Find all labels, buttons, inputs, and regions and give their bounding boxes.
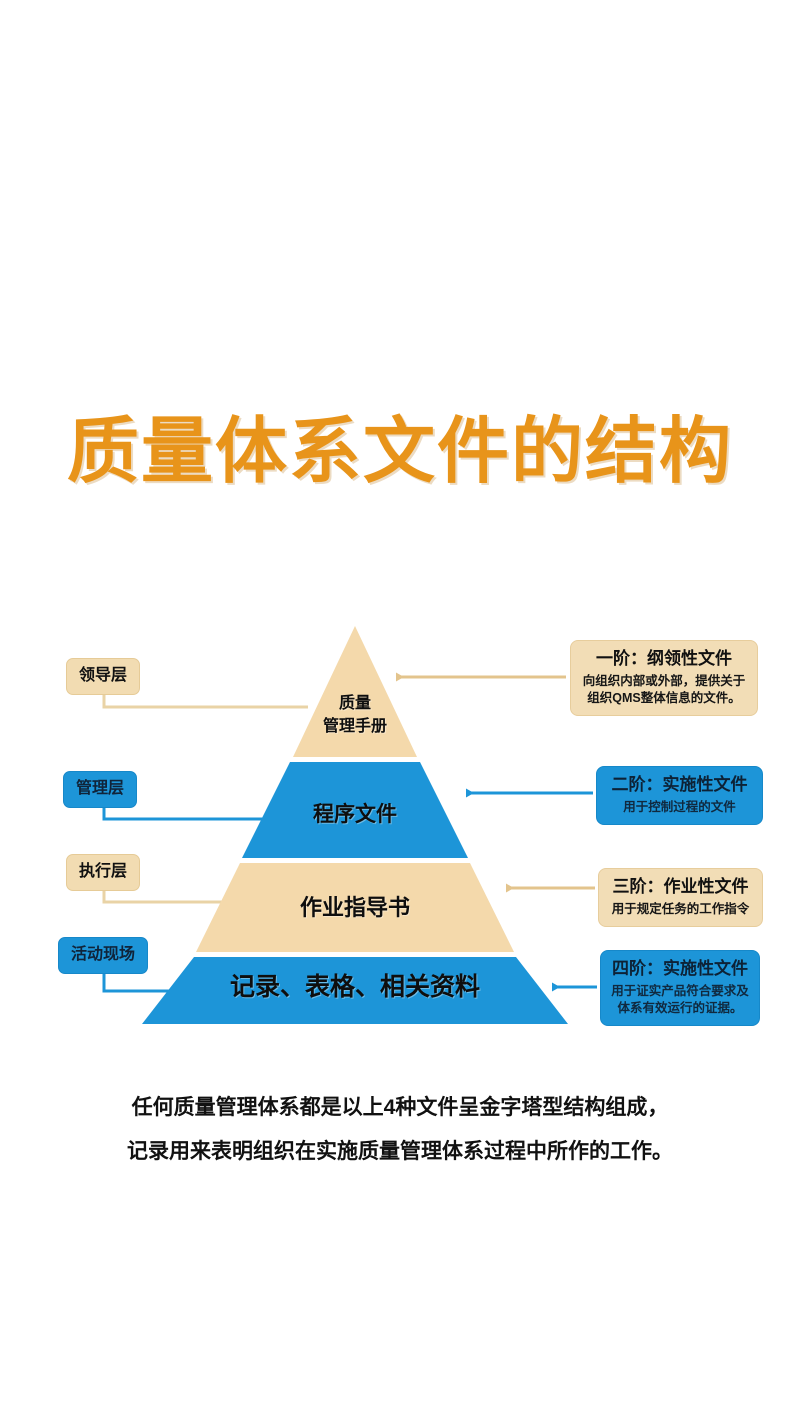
right-card-level-2: 二阶：实施性文件 用于控制过程的文件 <box>596 766 763 825</box>
pyramid-tier-4 <box>142 957 568 1024</box>
pyramid-tier-3 <box>196 863 514 952</box>
left-label-execution: 执行层 <box>66 854 141 891</box>
right-card-level-2-body: 用于控制过程的文件 <box>623 800 736 814</box>
right-card-level-1-body: 向组织内部或外部，提供关于 组织QMS整体信息的文件。 <box>582 674 746 705</box>
summary-caption-line-2: 记录用来表明组织在实施质量管理体系过程中所作的工作。 <box>127 1140 673 1163</box>
pyramid-tier-3-label: 作业指导书 <box>299 895 410 920</box>
right-card-level-1: 一阶：纲领性文件 向组织内部或外部，提供关于 组织QMS整体信息的文件。 <box>570 640 758 716</box>
pyramid-tier-2 <box>242 762 468 858</box>
right-card-level-4: 四阶：实施性文件 用于证实产品符合要求及 体系有效运行的证据。 <box>600 950 760 1026</box>
pyramid-diagram: 质量 管理手册 程序文件 作业指导书 记录、表格、相关资料 <box>140 614 580 1034</box>
right-card-level-4-title: 四阶：实施性文件 <box>612 959 748 978</box>
pyramid-tier-1-label: 质量 管理手册 <box>322 695 387 735</box>
summary-caption-line-1: 任何质量管理体系都是以上4种文件呈金字塔型结构组成， <box>131 1096 669 1119</box>
right-card-level-4-body: 用于证实产品符合要求及 体系有效运行的证据。 <box>611 984 749 1015</box>
right-card-level-3-title: 三阶：作业性文件 <box>612 877 749 896</box>
right-card-level-3-body: 用于规定任务的工作指令 <box>611 902 750 916</box>
summary-caption: 任何质量管理体系都是以上4种文件呈金字塔型结构组成， 记录用来表明组织在实施质量… <box>60 1086 740 1174</box>
right-card-level-3: 三阶：作业性文件 用于规定任务的工作指令 <box>598 868 763 927</box>
right-card-level-2-title: 二阶：实施性文件 <box>611 775 748 794</box>
left-label-leadership: 领导层 <box>66 658 141 695</box>
pyramid-tier-4-label: 记录、表格、相关资料 <box>229 973 480 1001</box>
right-card-level-1-title: 一阶：纲领性文件 <box>596 649 732 668</box>
left-label-activity-site: 活动现场 <box>58 937 149 974</box>
left-label-management: 管理层 <box>63 771 138 808</box>
page-title: 质量体系文件的结构 <box>66 412 733 492</box>
pyramid-tier-2-label: 程序文件 <box>313 803 397 826</box>
pyramid-tier-1 <box>293 626 417 757</box>
